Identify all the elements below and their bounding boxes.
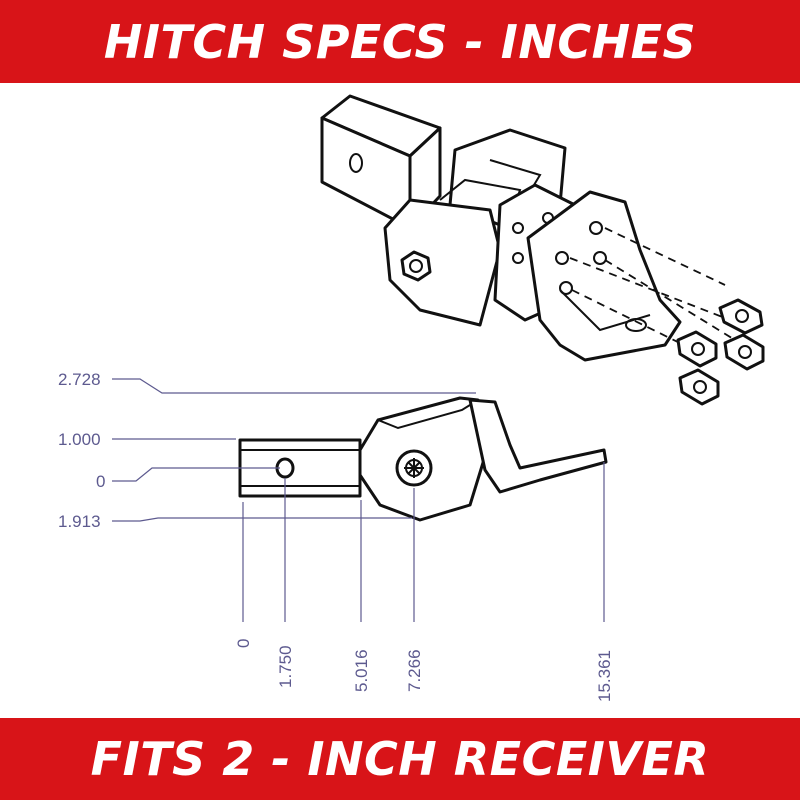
iso-bracket-hole: [559, 281, 573, 295]
iso-bracket-hole: [593, 251, 607, 265]
iso-pin-hole: [349, 153, 363, 173]
iso-bolt: [676, 330, 718, 368]
dim-label-5016: 5.016: [352, 649, 371, 692]
iso-bolt: [678, 368, 720, 406]
header-banner: HITCH SPECS - INCHES: [0, 0, 800, 83]
dim-label-7266: 7.266: [405, 649, 424, 692]
dimension-lines: [112, 378, 605, 622]
iso-bolt-block: [400, 250, 432, 282]
iso-bracket-hole: [589, 221, 603, 235]
iso-bolt-path: [571, 289, 691, 349]
iso-bracket-slot: [625, 318, 647, 332]
dim-leader-2728: [112, 378, 476, 394]
footer-banner: FITS 2 - INCH RECEIVER: [0, 718, 800, 800]
iso-bolt: [718, 298, 764, 335]
dim-label-h0: 0: [234, 639, 253, 648]
iso-bolt-path: [604, 259, 736, 341]
dim-label-1750: 1.750: [276, 645, 295, 688]
dim-label-2728: 2.728: [58, 370, 101, 389]
dim-label-0: 0: [96, 472, 105, 491]
dim-label-1913: 1.913: [58, 512, 101, 531]
isometric-hitch-view: [320, 94, 765, 406]
iso-clamp-block-front: [383, 198, 502, 327]
dim-label-1000: 1.000: [58, 430, 101, 449]
hitch-drawing: 2.728 1.000 0 1.913 0 1.750 5.016 7.266 …: [58, 94, 765, 702]
dim-leader-0: [112, 467, 280, 482]
footer-title: FITS 2 - INCH RECEIVER: [90, 732, 710, 786]
dim-label-15361: 15.361: [595, 650, 614, 702]
iso-plate-hole: [512, 222, 524, 234]
iso-bolt: [723, 333, 765, 371]
iso-plate-hole: [512, 252, 524, 264]
dim-leader-1913: [112, 517, 412, 522]
side-view-hitch: [238, 396, 608, 522]
iso-bracket-hole: [555, 251, 569, 265]
header-title: HITCH SPECS - INCHES: [103, 14, 697, 69]
side-shank-arm: [468, 398, 608, 494]
side-bolt: [395, 449, 433, 487]
